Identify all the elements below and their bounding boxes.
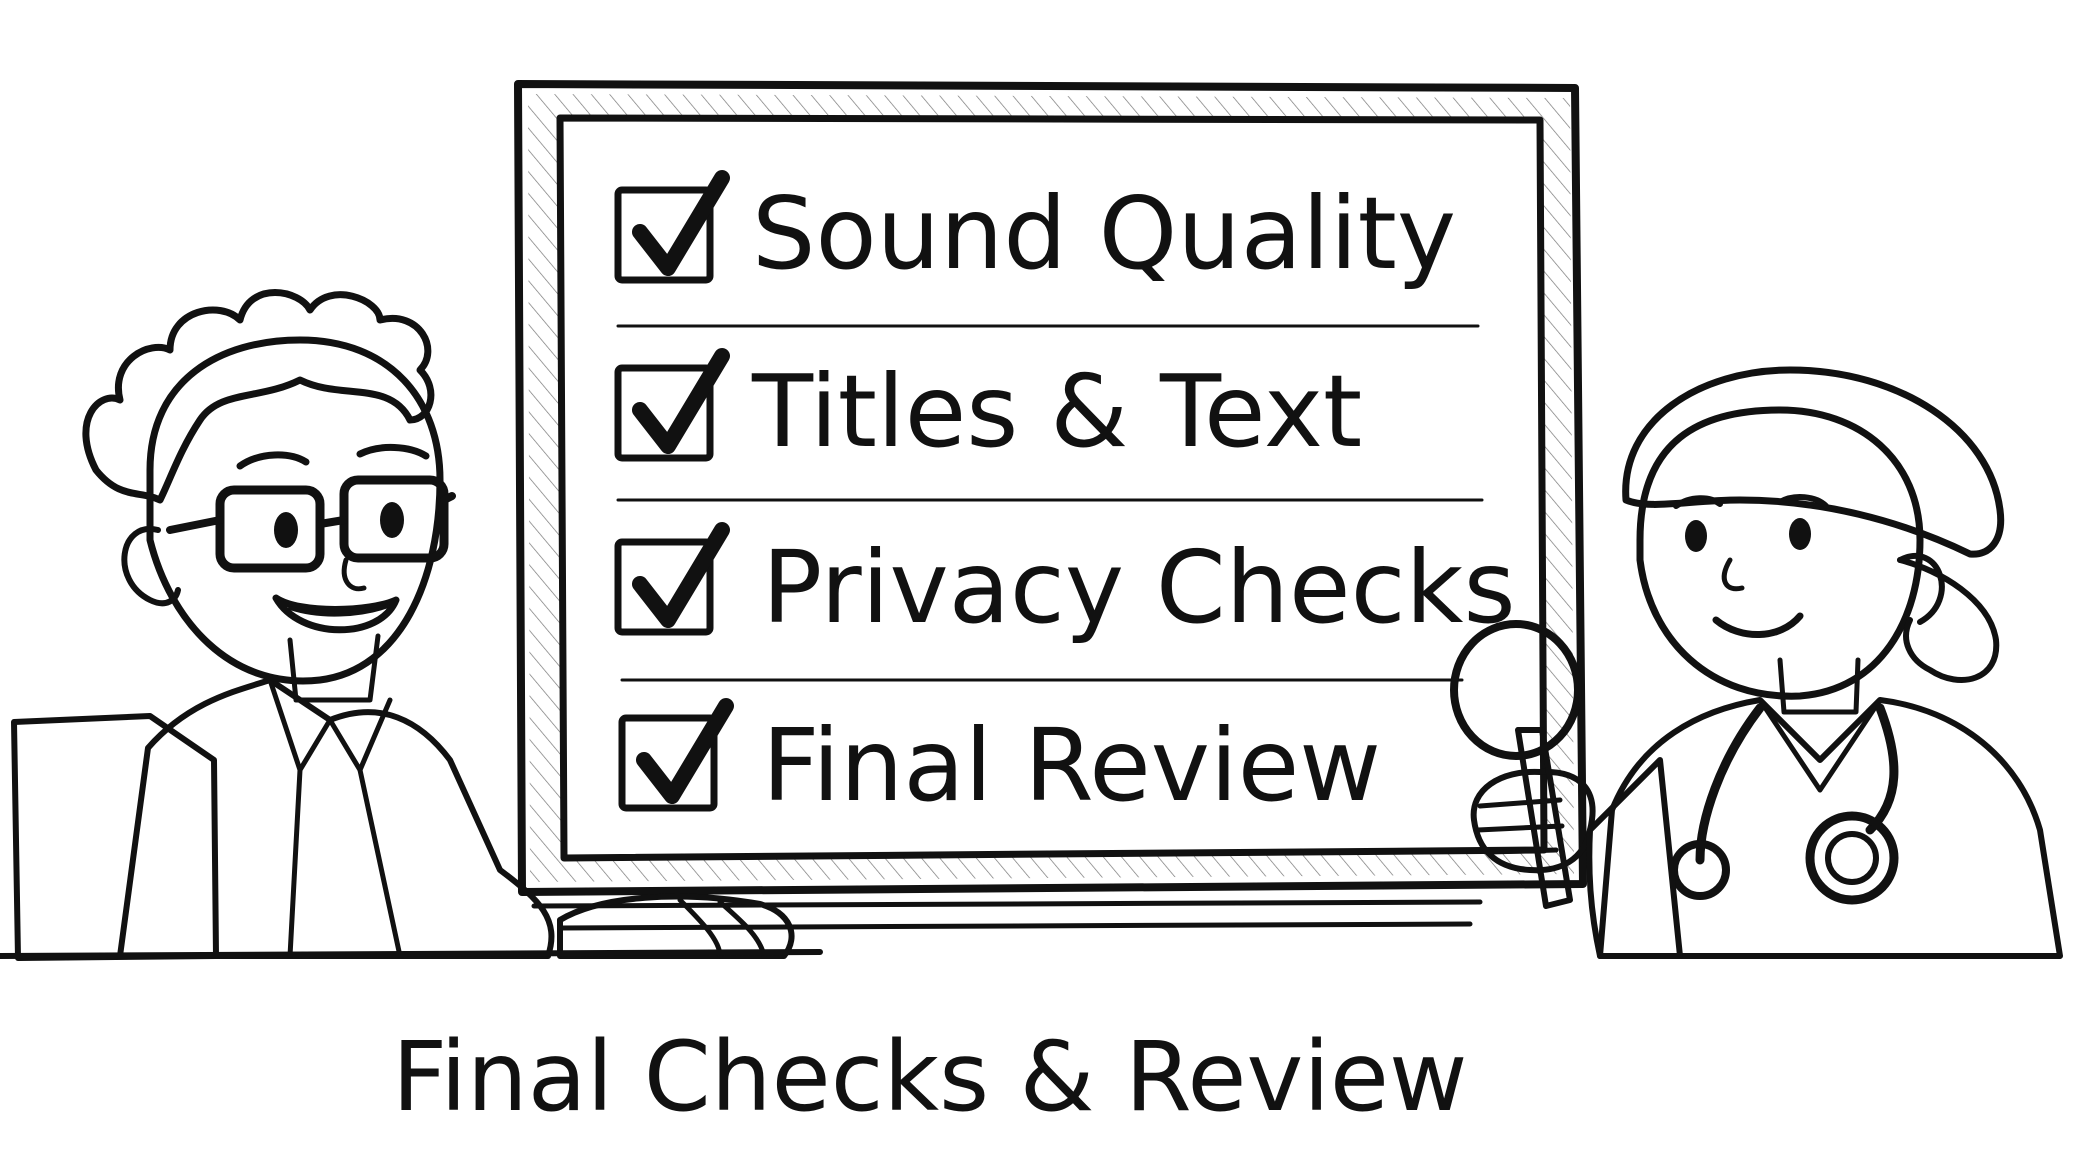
- computer-monitor: [11, 713, 219, 961]
- ear: [121, 525, 181, 607]
- checklist-item: Sound Quality: [614, 170, 1456, 292]
- nose: [1721, 557, 1745, 592]
- eyebrow: [236, 451, 310, 470]
- arm: [1586, 757, 1683, 959]
- checked-box-icon: [614, 186, 714, 284]
- checkmark-icon: [632, 522, 730, 628]
- nose: [341, 557, 367, 592]
- desk-edge: [0, 949, 823, 959]
- lapel: [287, 767, 403, 959]
- shirt-collar: [267, 677, 393, 773]
- checklist-item: Final Review: [618, 698, 1381, 824]
- eyebrow: [1777, 494, 1829, 509]
- checkmark-icon: [632, 348, 730, 454]
- whiteboard: Sound Quality Titles & Text Privacy Chec…: [514, 80, 1587, 931]
- checkmark-icon: [636, 698, 734, 804]
- neck: [1777, 657, 1861, 715]
- mouth: [1712, 612, 1804, 638]
- whiteboard-frame: [514, 80, 1587, 896]
- checklist-item-label: Final Review: [762, 707, 1381, 824]
- head: [1636, 406, 1924, 700]
- eye: [380, 502, 404, 538]
- microphone-icon: [1450, 620, 1582, 760]
- mouth: [272, 594, 400, 634]
- hair: [1897, 557, 2000, 683]
- checked-box-icon: [618, 714, 718, 812]
- stethoscope-bell: [1805, 811, 1899, 905]
- checklist-item: Titles & Text: [614, 348, 1362, 470]
- teeth: [288, 604, 390, 617]
- hand: [557, 893, 795, 959]
- glasses-left-lens: [215, 485, 325, 573]
- hair: [82, 289, 435, 504]
- checked-box-icon: [614, 538, 714, 636]
- eye: [274, 512, 298, 548]
- checklist-item-label: Privacy Checks: [762, 529, 1516, 646]
- checklist-item-label: Titles & Text: [751, 353, 1362, 470]
- eyebrow: [1673, 495, 1723, 509]
- man-with-glasses: [0, 289, 823, 961]
- caption: Final Checks & Review: [392, 1021, 1468, 1133]
- checkmark-icon: [632, 170, 730, 276]
- eye: [1685, 520, 1707, 552]
- glasses-bridge: [166, 492, 456, 534]
- scrubs-neckline: [1757, 697, 1883, 793]
- surgical-cap: [1622, 366, 2005, 558]
- checklist-item: Privacy Checks: [614, 522, 1516, 646]
- eye: [1789, 518, 1811, 550]
- jacket: [117, 677, 555, 959]
- whiteboard-ledge: [531, 899, 1483, 931]
- neck: [287, 633, 381, 703]
- eyebrow: [356, 443, 430, 460]
- microphone-handle: [1515, 727, 1573, 909]
- checked-box-icon: [614, 364, 714, 462]
- checklist-item-label: Sound Quality: [752, 175, 1456, 292]
- nurse-with-microphone: [1450, 366, 2063, 959]
- finger: [1475, 797, 1565, 855]
